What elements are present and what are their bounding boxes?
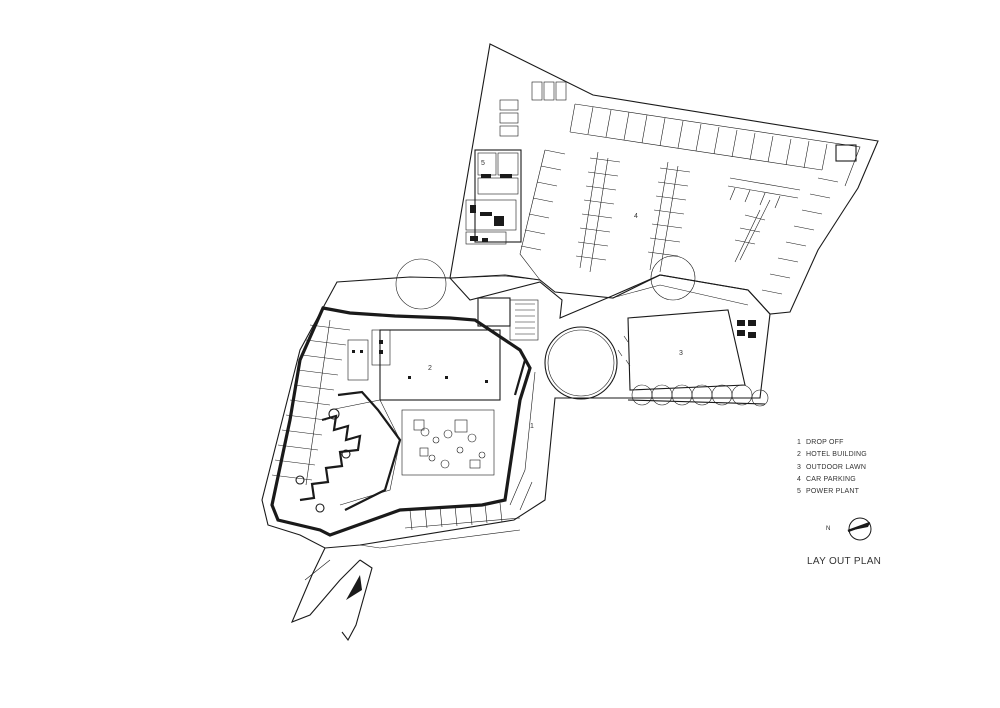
outdoor-lawn: 3 [544,284,769,407]
hotel-building: 2 [261,274,771,549]
power-plant-number: 5 [481,160,485,167]
north-arrow: N [826,515,876,545]
drop-off-number: 1 [530,423,534,430]
entry-ramp [290,547,373,642]
plan-title: LAY OUT PLAN [807,556,882,567]
tree-circles [395,255,696,310]
car-parking-number: 4 [634,213,638,220]
hotel-building-number: 2 [428,365,432,372]
compass-icon [847,517,872,541]
power-plant-area: 5 [465,149,522,245]
outdoor-lawn-number: 3 [679,350,683,357]
north-label: N [826,526,831,532]
drop-off-area: 1 [359,371,536,549]
car-parking-area: 4 [449,43,879,315]
